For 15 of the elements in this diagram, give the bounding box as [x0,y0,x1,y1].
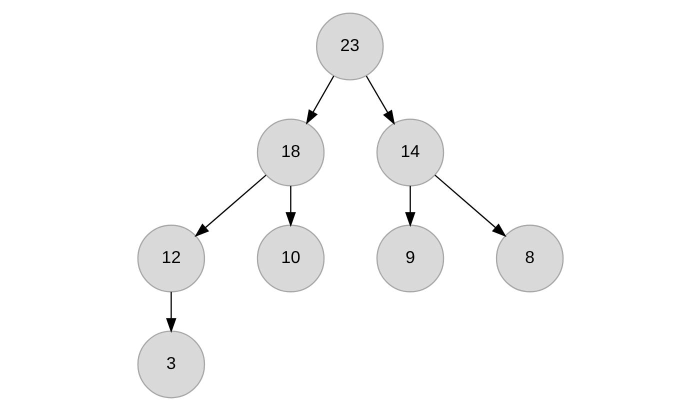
arrow [285,186,296,227]
node-circle: 14 [376,118,444,186]
arrow [404,186,415,227]
node-circle: 9 [376,224,444,292]
arrow [194,174,266,238]
arrow [305,76,334,125]
arrow [365,76,394,125]
node-circle: 8 [495,224,564,292]
node-circle: 23 [316,12,384,80]
node-circle: 12 [136,224,205,292]
node-circle: 10 [256,224,324,292]
node-circle: 18 [256,118,324,186]
arrow [434,174,506,238]
node-circle: 3 [136,330,205,398]
arrow [166,292,176,333]
